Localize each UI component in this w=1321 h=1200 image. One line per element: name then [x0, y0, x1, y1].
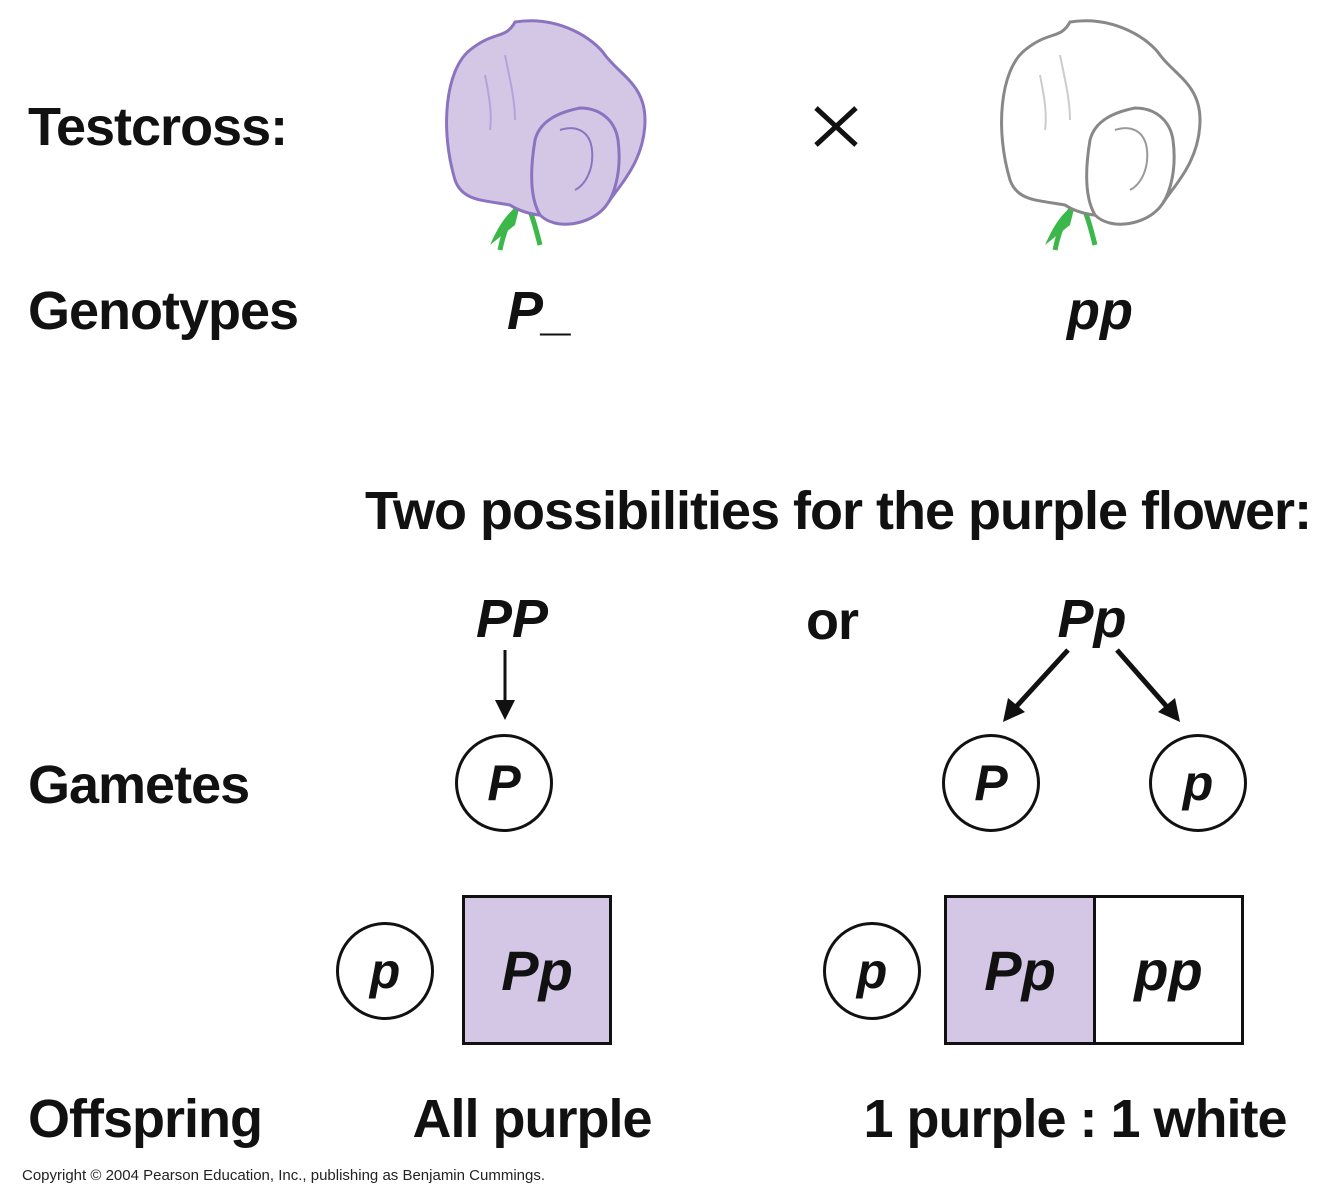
arrow-pp-het-to-P	[1003, 648, 1070, 722]
white-flower-icon	[1000, 19, 1202, 251]
copyright-text: Copyright © 2004 Pearson Education, Inc.…	[22, 1167, 546, 1184]
purple-parent-genotype: P_	[506, 281, 574, 341]
heterozygous-genotype: Pp	[1057, 589, 1127, 649]
homozygous-result: All purple	[412, 1089, 652, 1149]
possibilities-heading: Two possibilities for the purple flower:	[365, 481, 1312, 541]
offspring-cell-het-purple: Pp	[944, 895, 1096, 1045]
testcross-label: Testcross:	[28, 97, 288, 157]
cross-symbol	[814, 106, 858, 147]
purple-flower-icon	[445, 19, 647, 251]
tester-gamete-circle: p	[823, 922, 921, 1020]
gamete-circle: p	[1149, 734, 1247, 832]
tester-gamete-circle: p	[336, 922, 434, 1020]
genotypes-label: Genotypes	[28, 281, 299, 341]
or-text: or	[806, 591, 859, 651]
gamete-circle: P	[942, 734, 1040, 832]
gametes-label: Gametes	[28, 755, 250, 815]
offspring-cell-homozygous: Pp	[462, 895, 612, 1045]
gamete-circle: P	[455, 734, 553, 832]
homozygous-genotype: PP	[475, 589, 549, 649]
white-parent-genotype: pp	[1067, 281, 1133, 341]
arrow-pp-het-to-p	[1115, 648, 1180, 722]
arrow-pp-to-gamete	[495, 650, 515, 720]
offspring-cell-het-white: pp	[1093, 895, 1244, 1045]
heterozygous-result: 1 purple : 1 white	[863, 1089, 1287, 1149]
offspring-label: Offspring	[28, 1089, 263, 1149]
